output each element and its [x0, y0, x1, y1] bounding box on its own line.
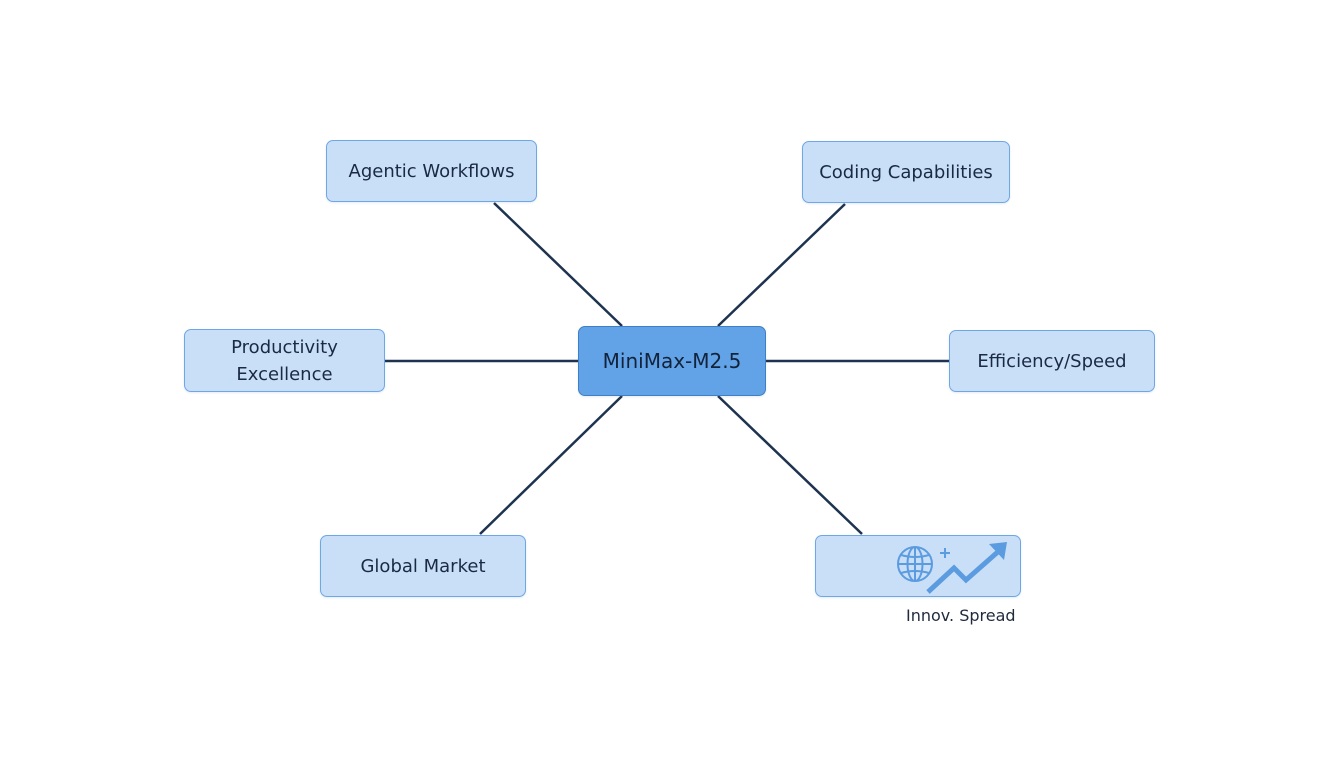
connector-center-agentic: [493, 202, 623, 327]
globe-icon: [897, 546, 933, 582]
node-coding-capabilities[interactable]: Coding Capabilities: [802, 141, 1010, 203]
node-label: Global Market: [360, 555, 486, 577]
center-label: MiniMax-M2.5: [602, 348, 742, 373]
innov-icon-group: [897, 542, 1007, 594]
node-agentic-workflows[interactable]: Agentic Workflows: [326, 140, 537, 202]
node-productivity-excellence[interactable]: Productivity Excellence: [184, 329, 385, 392]
trending-up-arrow-icon: [926, 542, 1007, 594]
connector-center-innov: [717, 395, 863, 535]
node-label: Efficiency/Speed: [977, 350, 1127, 372]
node-label: Coding Capabilities: [819, 161, 993, 183]
node-innov-spread[interactable]: [815, 535, 1021, 597]
node-label: Productivity Excellence: [231, 336, 338, 385]
connector-center-global: [479, 395, 623, 535]
connector-center-coding: [717, 203, 846, 327]
node-global-market[interactable]: Global Market: [320, 535, 526, 597]
innov-spread-caption: Innov. Spread: [906, 606, 1016, 625]
plus-icon: [940, 548, 950, 558]
node-label: Agentic Workflows: [348, 160, 515, 182]
node-center-minimax[interactable]: MiniMax-M2.5: [578, 326, 766, 396]
node-efficiency-speed[interactable]: Efficiency/Speed: [949, 330, 1155, 392]
